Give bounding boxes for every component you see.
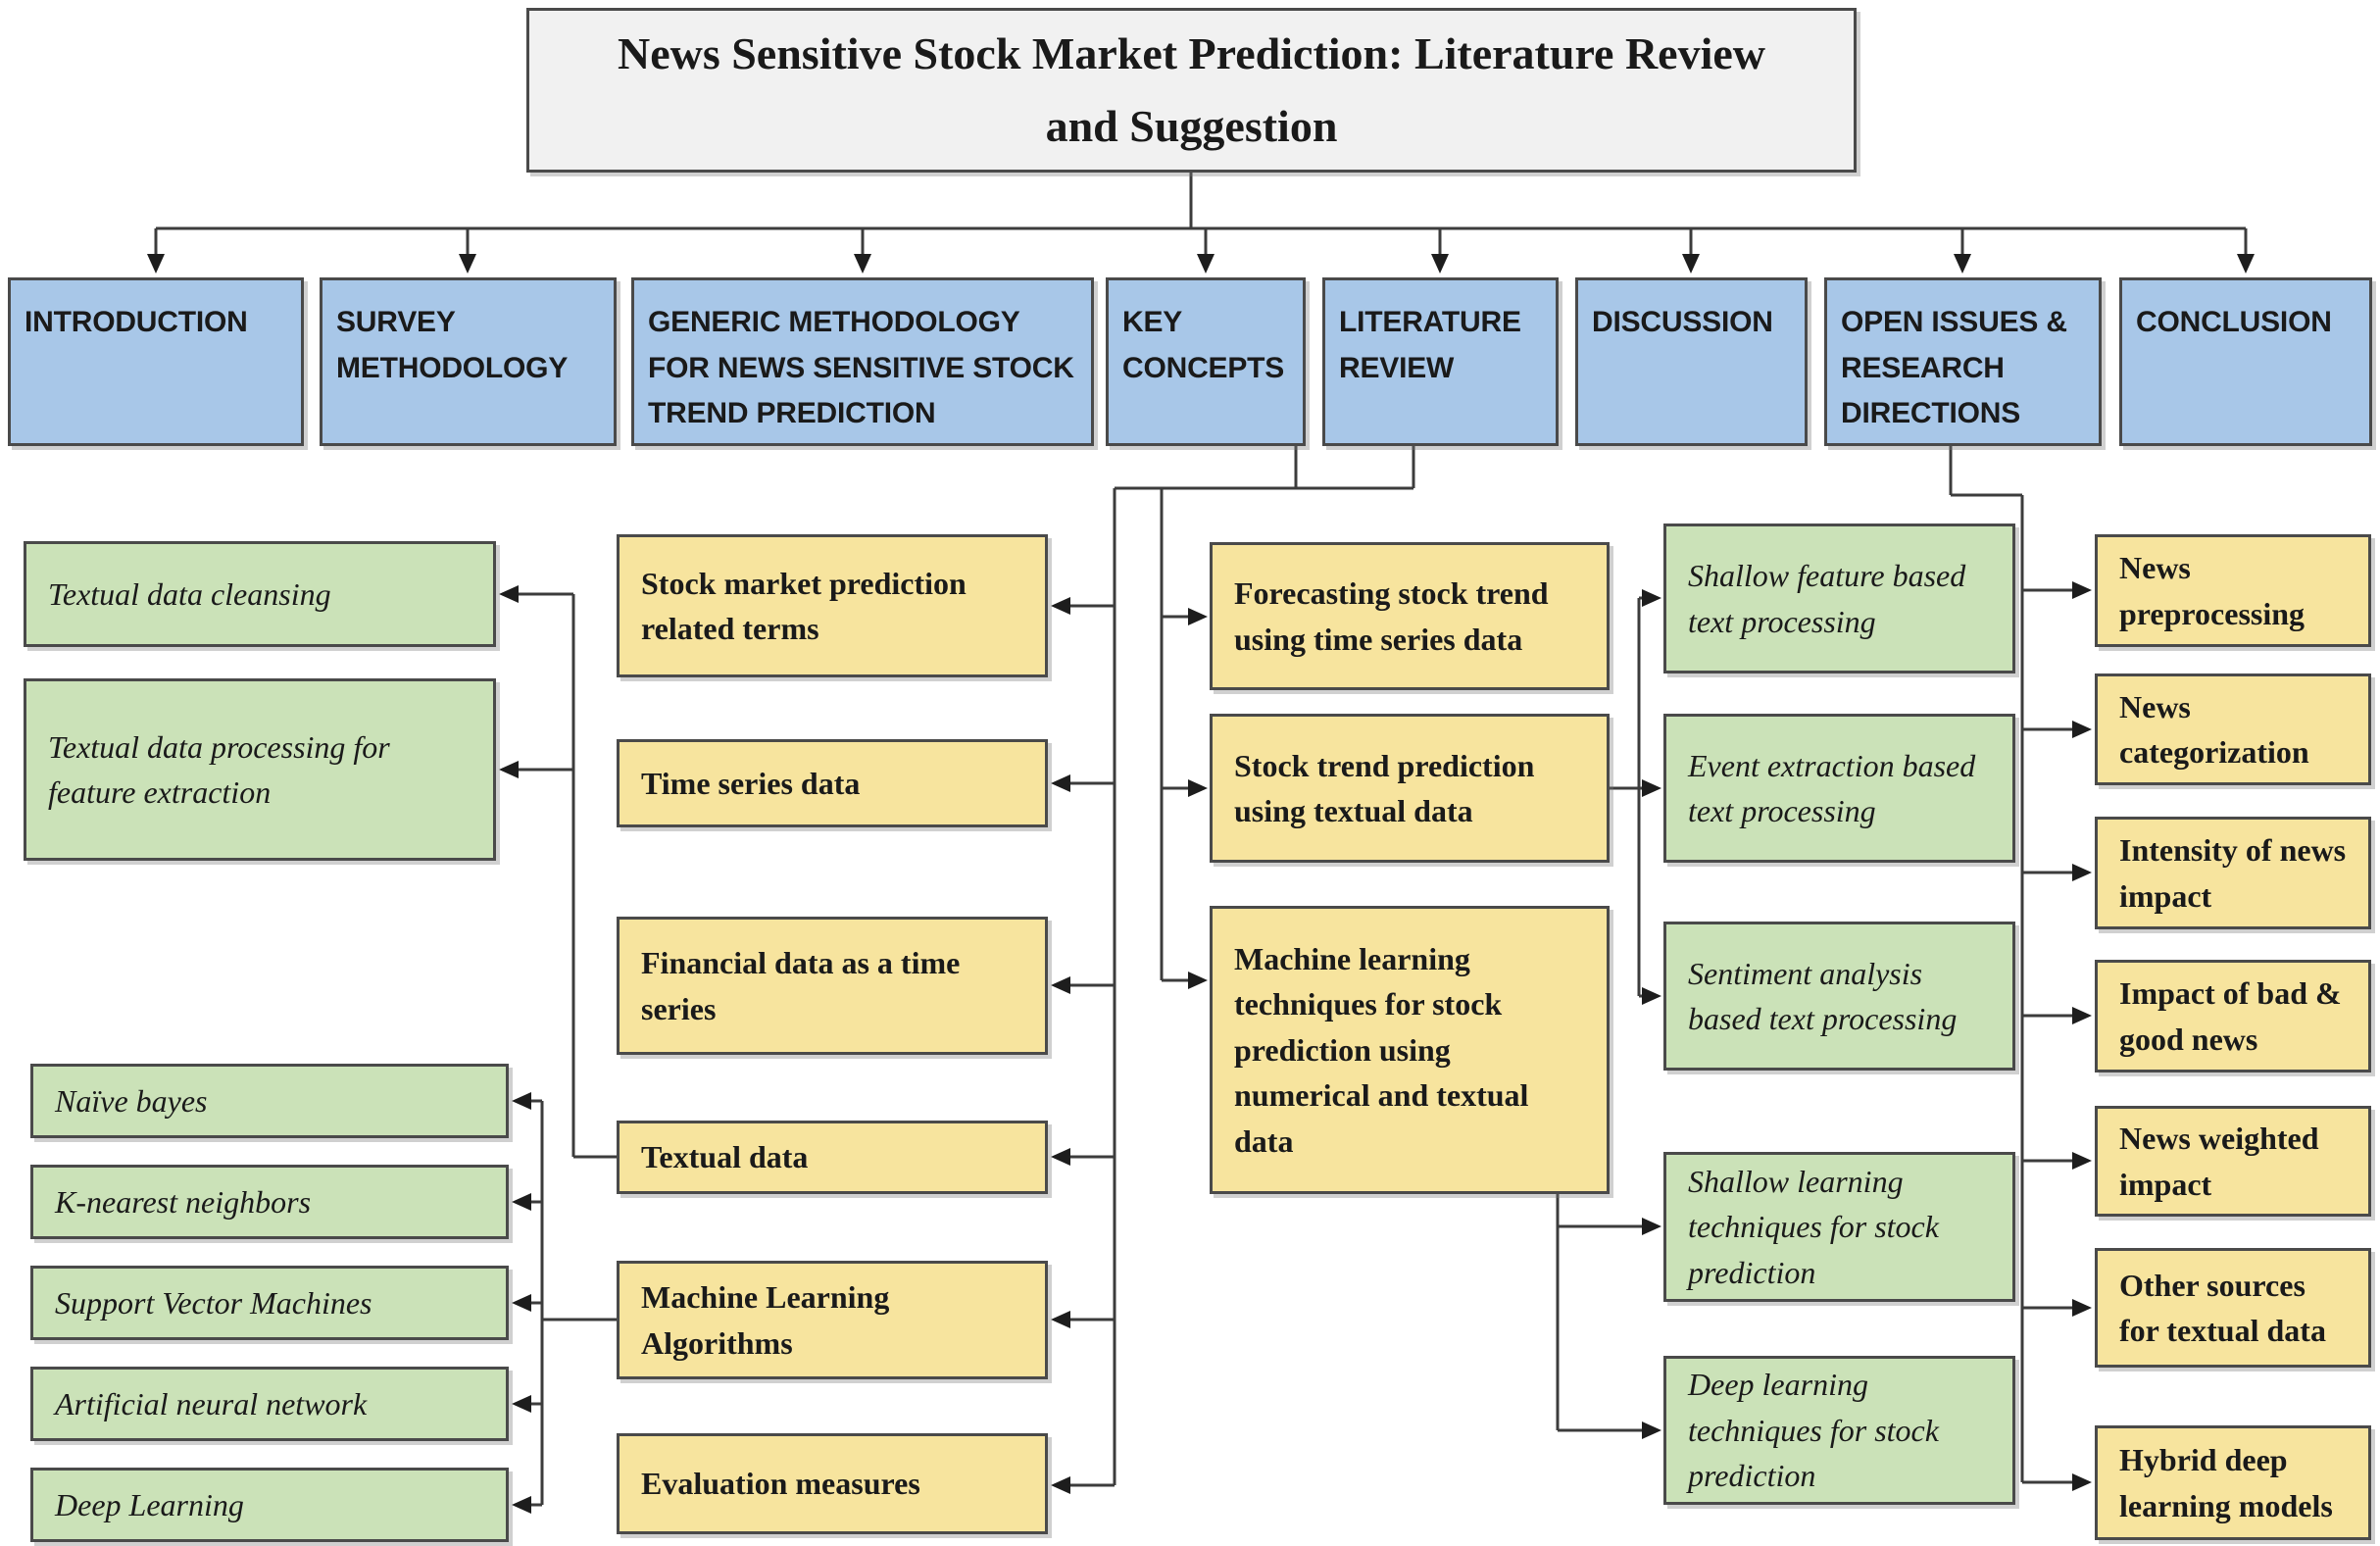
node-label: K-nearest neighbors	[55, 1183, 312, 1220]
node-hybrid-deep-learning-models: Hybrid deep learning models	[2095, 1425, 2371, 1540]
section-label: OPEN ISSUES & RESEARCH DIRECTIONS	[1841, 306, 2067, 429]
node-event-extraction-text-processing: Event extraction based text processing	[1663, 714, 2015, 863]
ml-algorithms-connector	[512, 1092, 617, 1514]
node-evaluation-measures: Evaluation measures	[617, 1433, 1048, 1534]
node-impact-bad-good-news: Impact of bad & good news	[2095, 960, 2371, 1072]
node-news-preprocessing: News preprocessing	[2095, 534, 2371, 647]
node-shallow-learning-techniques: Shallow learning techniques for stock pr…	[1663, 1152, 2015, 1302]
node-artificial-neural-network: Artificial neural network	[30, 1367, 509, 1441]
section-survey-methodology: SURVEY METHODOLOGY	[320, 277, 617, 446]
textual-data-connector	[499, 585, 617, 1159]
title-to-sections-connector	[147, 173, 2255, 274]
section-conclusion: CONCLUSION	[2119, 277, 2372, 446]
section-label: CONCLUSION	[2136, 306, 2332, 338]
node-label: Deep learning techniques for stock predi…	[1688, 1367, 1939, 1494]
node-label: Forecasting stock trend using time serie…	[1234, 575, 1549, 657]
node-label: Textual data cleansing	[48, 575, 331, 612]
key-concepts-connector	[1051, 446, 1415, 1494]
node-label: Naïve bayes	[55, 1082, 208, 1119]
section-label: SURVEY METHODOLOGY	[336, 306, 569, 384]
node-label: Machine Learning Algorithms	[641, 1279, 890, 1361]
node-label: Impact of bad & good news	[2119, 975, 2342, 1057]
node-label: Time series data	[641, 765, 861, 801]
node-news-weighted-impact: News weighted impact	[2095, 1106, 2371, 1217]
node-label: Stock trend prediction using textual dat…	[1234, 747, 1535, 828]
node-label: Financial data as a time series	[641, 945, 961, 1026]
node-textual-data-processing: Textual data processing for feature extr…	[24, 678, 496, 861]
node-label: Machine learning techniques for stock pr…	[1234, 941, 1529, 1159]
section-discussion: DISCUSSION	[1575, 277, 1808, 446]
section-label: LITERATURE REVIEW	[1339, 306, 1521, 384]
page-title: News Sensitive Stock Market Prediction: …	[526, 8, 1857, 173]
section-introduction: INTRODUCTION	[8, 277, 304, 446]
node-ml-techniques-stock-prediction: Machine learning techniques for stock pr…	[1210, 906, 1610, 1194]
section-key-concepts: KEY CONCEPTS	[1106, 277, 1306, 446]
node-label: News categorization	[2119, 688, 2309, 770]
node-other-sources-textual-data: Other sources for textual data	[2095, 1248, 2371, 1368]
section-label: INTRODUCTION	[25, 306, 248, 338]
section-generic-methodology: GENERIC METHODOLOGY FOR NEWS SENSITIVE S…	[631, 277, 1094, 446]
node-textual-data-cleansing: Textual data cleansing	[24, 541, 496, 647]
node-label: Hybrid deep learning models	[2119, 1442, 2333, 1523]
node-k-nearest-neighbors: K-nearest neighbors	[30, 1165, 509, 1239]
node-label: Sentiment analysis based text processing	[1688, 955, 1958, 1036]
node-naive-bayes: Naïve bayes	[30, 1064, 509, 1138]
section-label: KEY CONCEPTS	[1122, 306, 1285, 384]
node-deep-learning: Deep Learning	[30, 1468, 509, 1542]
node-shallow-feature-text-processing: Shallow feature based text processing	[1663, 524, 2015, 673]
node-label: News weighted impact	[2119, 1121, 2319, 1202]
node-label: Deep Learning	[55, 1486, 244, 1522]
node-stock-trend-textual-data: Stock trend prediction using textual dat…	[1210, 714, 1610, 863]
node-textual-data: Textual data	[617, 1121, 1048, 1194]
section-label: GENERIC METHODOLOGY FOR NEWS SENSITIVE S…	[648, 306, 1074, 429]
node-label: Shallow feature based text processing	[1688, 558, 1966, 639]
node-intensity-of-news-impact: Intensity of news impact	[2095, 817, 2371, 929]
node-sentiment-analysis-text-processing: Sentiment analysis based text processing	[1663, 922, 2015, 1071]
node-label: Artificial neural network	[55, 1385, 368, 1421]
node-news-categorization: News categorization	[2095, 673, 2371, 785]
open-issues-connector	[1949, 446, 2092, 1491]
node-machine-learning-algorithms: Machine Learning Algorithms	[617, 1261, 1048, 1379]
node-label: Textual data	[641, 1139, 809, 1175]
node-support-vector-machines: Support Vector Machines	[30, 1266, 509, 1340]
node-label: News preprocessing	[2119, 550, 2306, 631]
node-financial-data-time-series: Financial data as a time series	[617, 917, 1048, 1055]
node-label: Textual data processing for feature extr…	[48, 728, 390, 810]
node-label: Shallow learning techniques for stock pr…	[1688, 1163, 1939, 1290]
section-open-issues: OPEN ISSUES & RESEARCH DIRECTIONS	[1824, 277, 2102, 446]
section-label: DISCUSSION	[1592, 306, 1773, 338]
node-deep-learning-techniques: Deep learning techniques for stock predi…	[1663, 1356, 2015, 1505]
node-label: Stock market prediction related terms	[641, 565, 967, 646]
node-label: Other sources for textual data	[2119, 1267, 2326, 1348]
node-label: Support Vector Machines	[55, 1284, 372, 1321]
node-time-series-data: Time series data	[617, 739, 1048, 827]
page-title-text: News Sensitive Stock Market Prediction: …	[617, 28, 1766, 151]
node-forecasting-time-series: Forecasting stock trend using time serie…	[1210, 542, 1610, 690]
learning-techniques-connector	[1556, 1194, 1661, 1439]
literature-review-connector	[1160, 488, 1208, 989]
node-stock-market-terms: Stock market prediction related terms	[617, 534, 1048, 677]
node-label: Evaluation measures	[641, 1466, 920, 1502]
section-literature-review: LITERATURE REVIEW	[1322, 277, 1559, 446]
node-label: Event extraction based text processing	[1688, 747, 1976, 828]
node-label: Intensity of news impact	[2119, 832, 2347, 914]
text-processing-connector	[1610, 589, 1661, 1005]
